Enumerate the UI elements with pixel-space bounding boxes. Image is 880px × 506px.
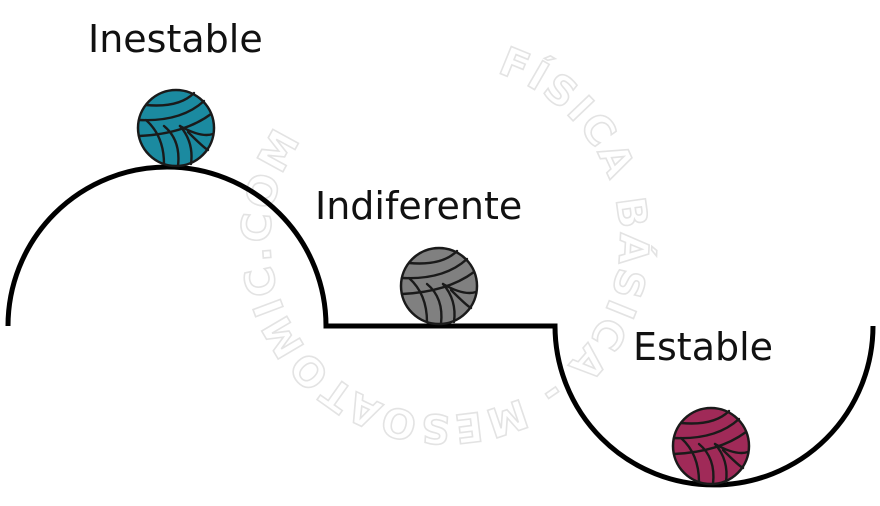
label-stable: Estable (633, 325, 773, 369)
volleyball-icon (399, 246, 479, 326)
watermark: FÍSICA BÁSICA - MESOATOMIC.COM (199, 0, 693, 486)
volleyball-icon (136, 88, 216, 168)
label-unstable: Inestable (88, 17, 263, 61)
surface-curve (5, 164, 876, 488)
watermark-text: FÍSICA BÁSICA - MESOATOMIC.COM (200, 0, 692, 486)
volleyball-icon (671, 406, 751, 486)
label-neutral: Indiferente (315, 184, 522, 228)
